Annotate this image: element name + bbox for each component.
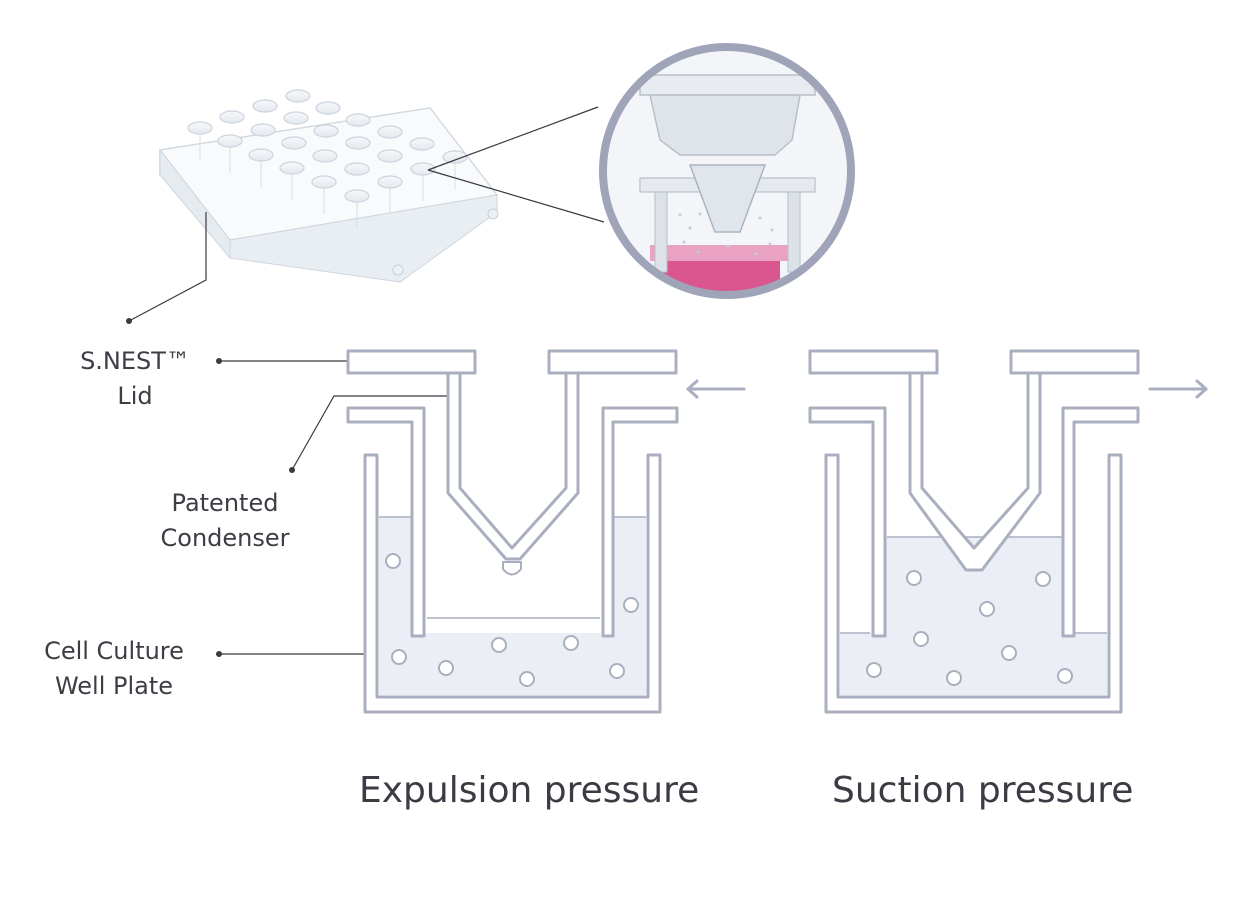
lid-callout	[216, 358, 348, 364]
condenser-label: Patented Condenser	[145, 486, 305, 556]
magnified-condenser-image	[599, 43, 855, 299]
condenser-callout	[289, 395, 452, 473]
zoom-line-upper	[427, 106, 599, 171]
lid-label-line1: S.NEST™	[80, 347, 190, 375]
arrow-left-icon	[686, 379, 746, 399]
zoom-line-lower	[427, 169, 605, 223]
condenser-label-line2: Condenser	[160, 524, 290, 552]
lid-label-line2: Lid	[117, 382, 153, 410]
suction-caption: Suction pressure	[832, 770, 1134, 811]
plate-label: Cell Culture Well Plate	[22, 634, 206, 704]
suction-diagram	[808, 349, 1140, 714]
plate-label-line1: Cell Culture	[44, 637, 184, 665]
condenser-label-line1: Patented	[171, 489, 279, 517]
expulsion-diagram	[346, 349, 679, 714]
plate-callout	[216, 651, 365, 657]
well-plate-product-image	[158, 89, 499, 283]
product-callout	[126, 212, 207, 324]
plate-label-line2: Well Plate	[54, 672, 174, 700]
expulsion-caption: Expulsion pressure	[359, 770, 700, 811]
arrow-right-icon	[1148, 379, 1208, 399]
lid-label: S.NEST™ Lid	[60, 344, 210, 414]
